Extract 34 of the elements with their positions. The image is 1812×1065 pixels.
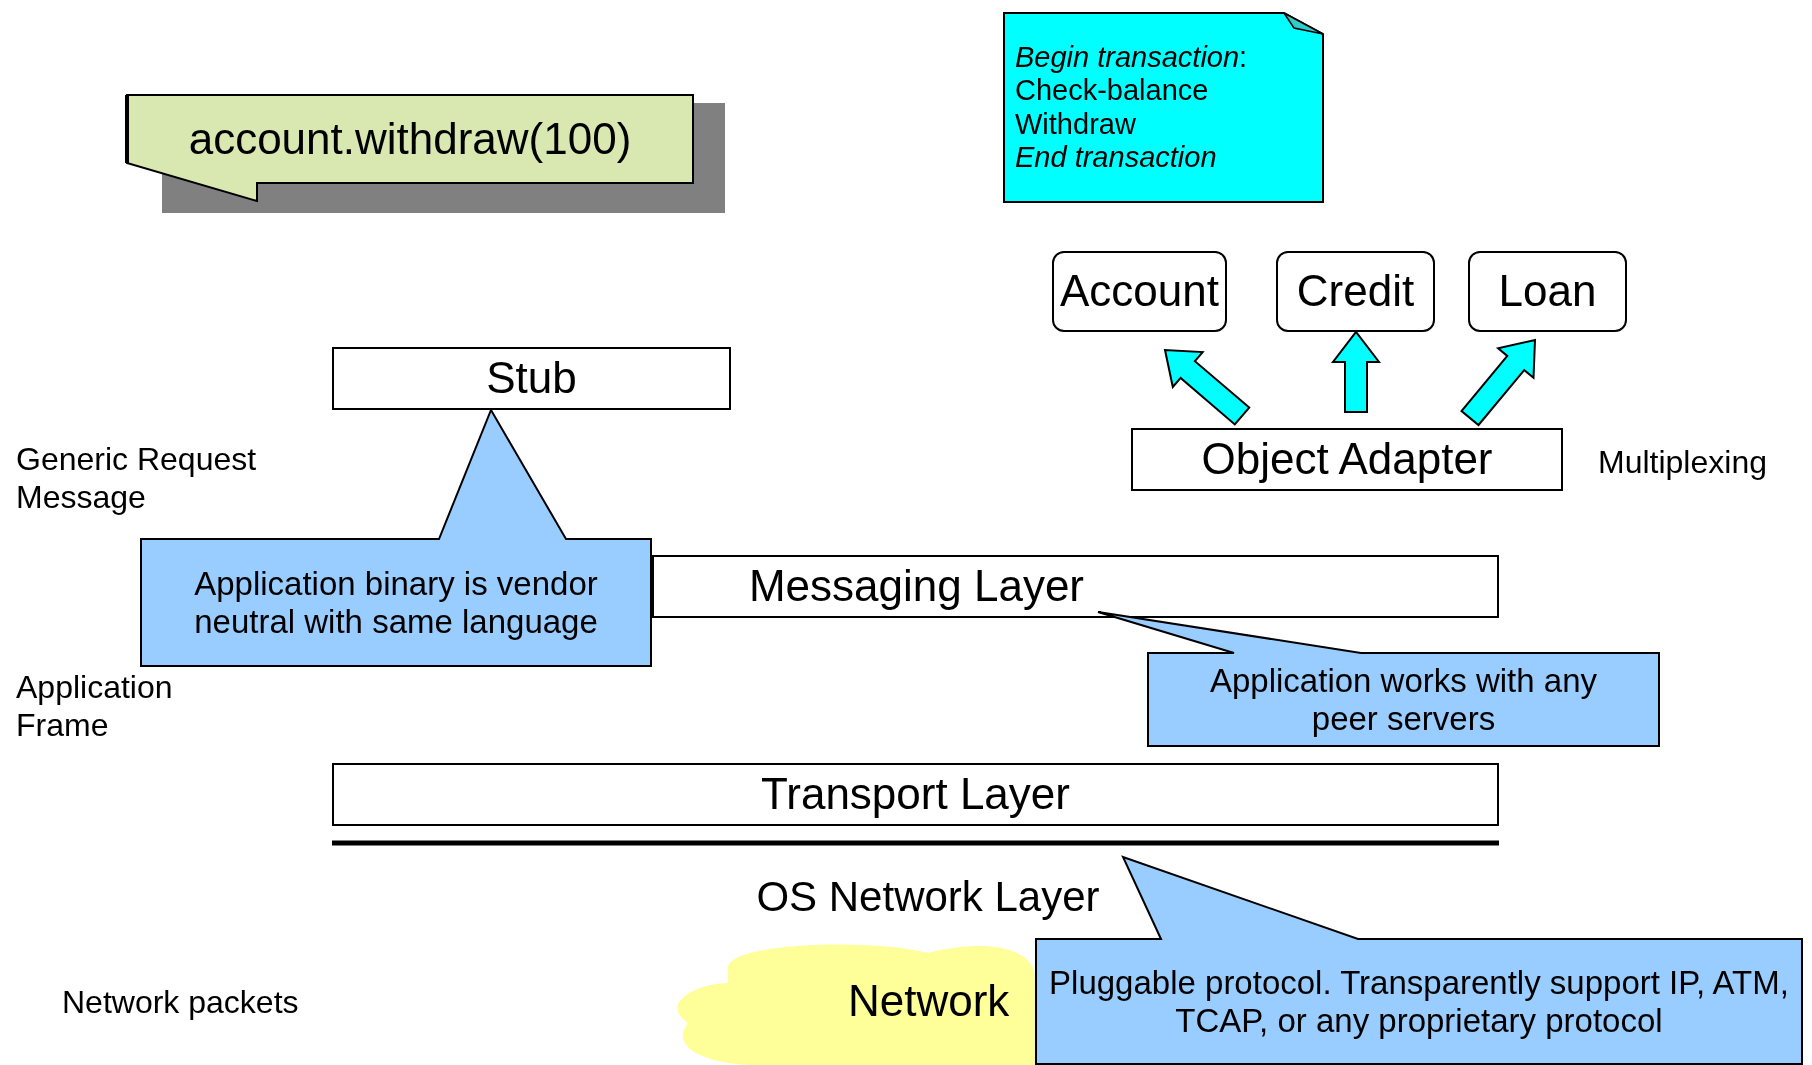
callout-text: Application binary is vendor neutral with same language xyxy=(193,564,599,641)
note-text: Begin transaction: xyxy=(1015,40,1248,75)
rounded-box xyxy=(1052,251,1227,332)
layer-box xyxy=(332,347,731,410)
note-text: account.withdraw(100) xyxy=(188,113,632,165)
side-label: Network packets xyxy=(62,983,300,1022)
side-label: Application Frame xyxy=(16,668,174,745)
layer-box xyxy=(1131,428,1563,491)
callout-text: Pluggable protocol. Transparently support IP, ATM, TCAP, or any proprietary protocol xyxy=(1048,963,1790,1040)
note-card xyxy=(1003,12,1324,203)
box-label: Credit xyxy=(1296,266,1415,317)
rounded-box xyxy=(1276,251,1435,332)
note-text: Withdraw xyxy=(1015,107,1136,141)
box-label: Loan xyxy=(1498,266,1597,317)
box-label: Network xyxy=(848,976,1010,1027)
box-label: Messaging Layer xyxy=(748,561,1085,612)
block-arrow xyxy=(1330,330,1382,413)
box-label: Object Adapter xyxy=(1201,434,1493,485)
layer-label: OS Network Layer xyxy=(755,872,1101,922)
side-label: Generic Request Message xyxy=(16,440,258,517)
block-arrow xyxy=(1163,348,1251,426)
block-arrow xyxy=(1460,338,1537,427)
rounded-box xyxy=(1468,251,1627,332)
callout-text: Application works with any peer servers xyxy=(1209,661,1598,738)
layer-box xyxy=(652,555,1499,618)
box-label: Account xyxy=(1060,266,1219,317)
box-label: Stub xyxy=(486,353,577,404)
side-label: Multiplexing xyxy=(1598,443,1768,482)
note-card xyxy=(127,95,725,213)
note-text: End transaction xyxy=(1015,140,1217,175)
callout-bubble xyxy=(1098,612,1660,747)
note-text: Check-balance xyxy=(1015,74,1209,108)
box-label: Transport Layer xyxy=(761,769,1070,820)
layer-box xyxy=(332,763,1499,826)
